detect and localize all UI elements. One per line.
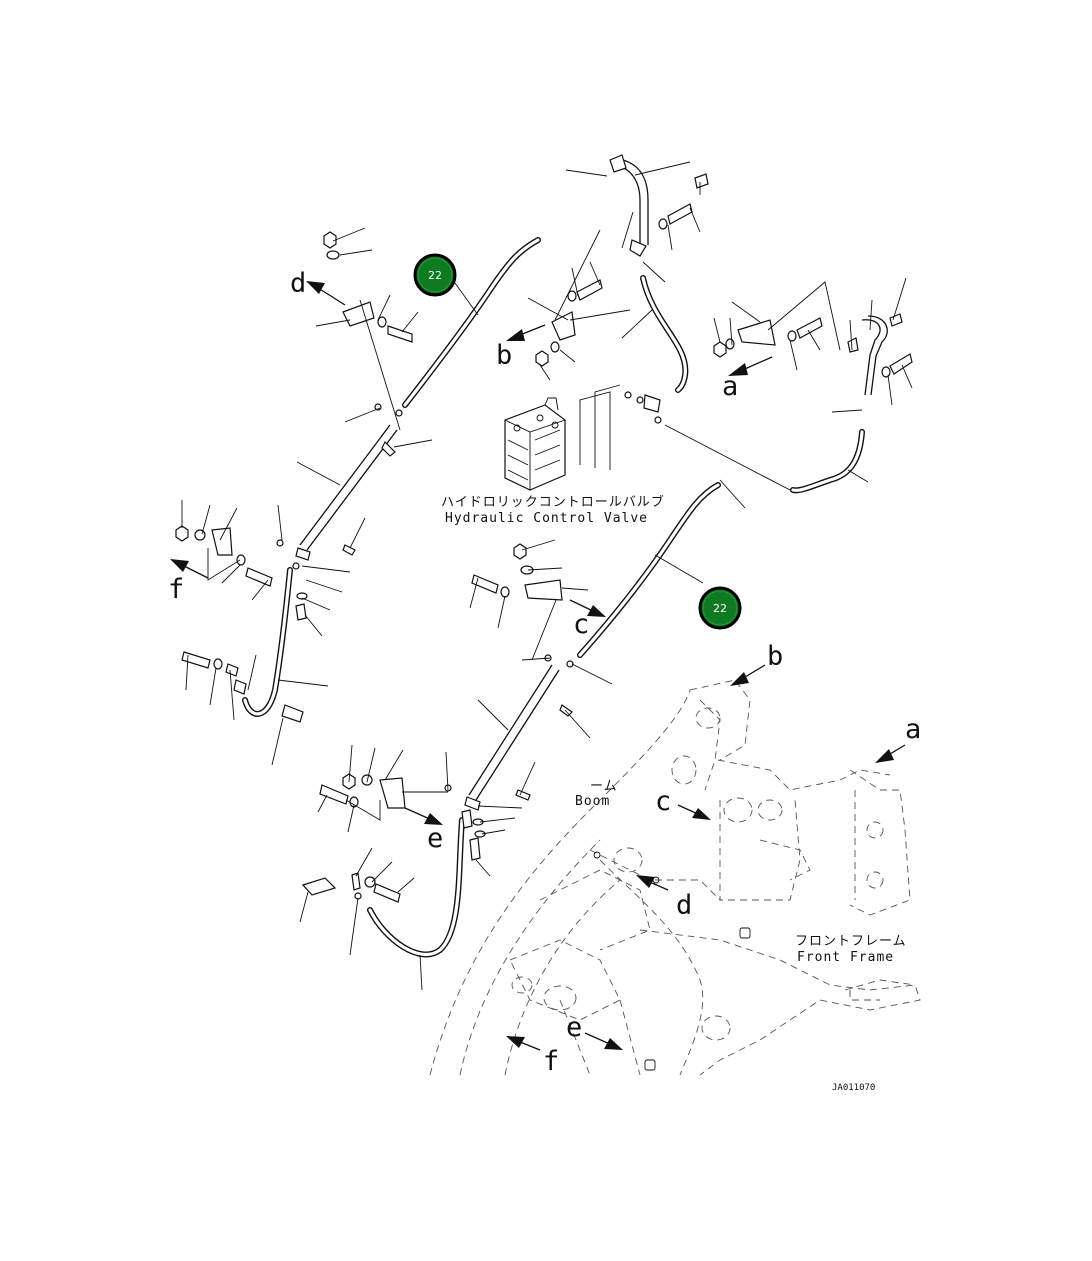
hydraulic-control-valve (504, 384, 791, 491)
arrow-letters: d b a f c e b a c d e f (168, 268, 921, 1077)
captions: ハイドロリックコントロールバルブ Hydraulic Control Valve… (441, 494, 907, 1093)
valve-caption-en: Hydraulic Control Valve (445, 511, 648, 526)
label-a-frame: a (905, 714, 921, 745)
label-d-frame: d (676, 890, 692, 921)
label-b-upper: b (496, 340, 512, 371)
label-c-frame: c (655, 786, 671, 817)
label-f-left: f (168, 574, 184, 605)
callout-22-lower-number: 22 (713, 602, 727, 615)
label-a-upper: a (722, 371, 738, 402)
tubes (295, 159, 888, 811)
valve-caption-jp: ハイドロリックコントロールバルブ (441, 494, 665, 510)
hoses (242, 237, 865, 958)
frame-mount-pads (593, 851, 751, 1071)
label-e-frame: e (566, 1012, 582, 1043)
label-c-middle: c (573, 609, 589, 640)
label-d-upper: d (290, 268, 306, 299)
label-f-frame: f (543, 1046, 559, 1077)
boom-caption-jp: ーム (590, 779, 618, 794)
frame-caption-en: Front Frame (797, 950, 894, 965)
fasteners (175, 154, 913, 903)
callout-22-upper-number: 22 (428, 269, 442, 282)
callout-22-upper[interactable]: 22 (413, 253, 457, 297)
leader-lines (181, 161, 913, 991)
frame-caption-jp: フロントフレーム (795, 934, 907, 949)
direction-arrows (170, 281, 906, 1051)
boom-caption-en: Boom (575, 794, 610, 809)
drawing-code: JA011070 (832, 1083, 875, 1093)
label-b-frame: b (767, 641, 783, 672)
label-e-middle: e (427, 823, 443, 854)
front-frame-outline (429, 679, 921, 1076)
callout-22-lower[interactable]: 22 (698, 586, 742, 630)
